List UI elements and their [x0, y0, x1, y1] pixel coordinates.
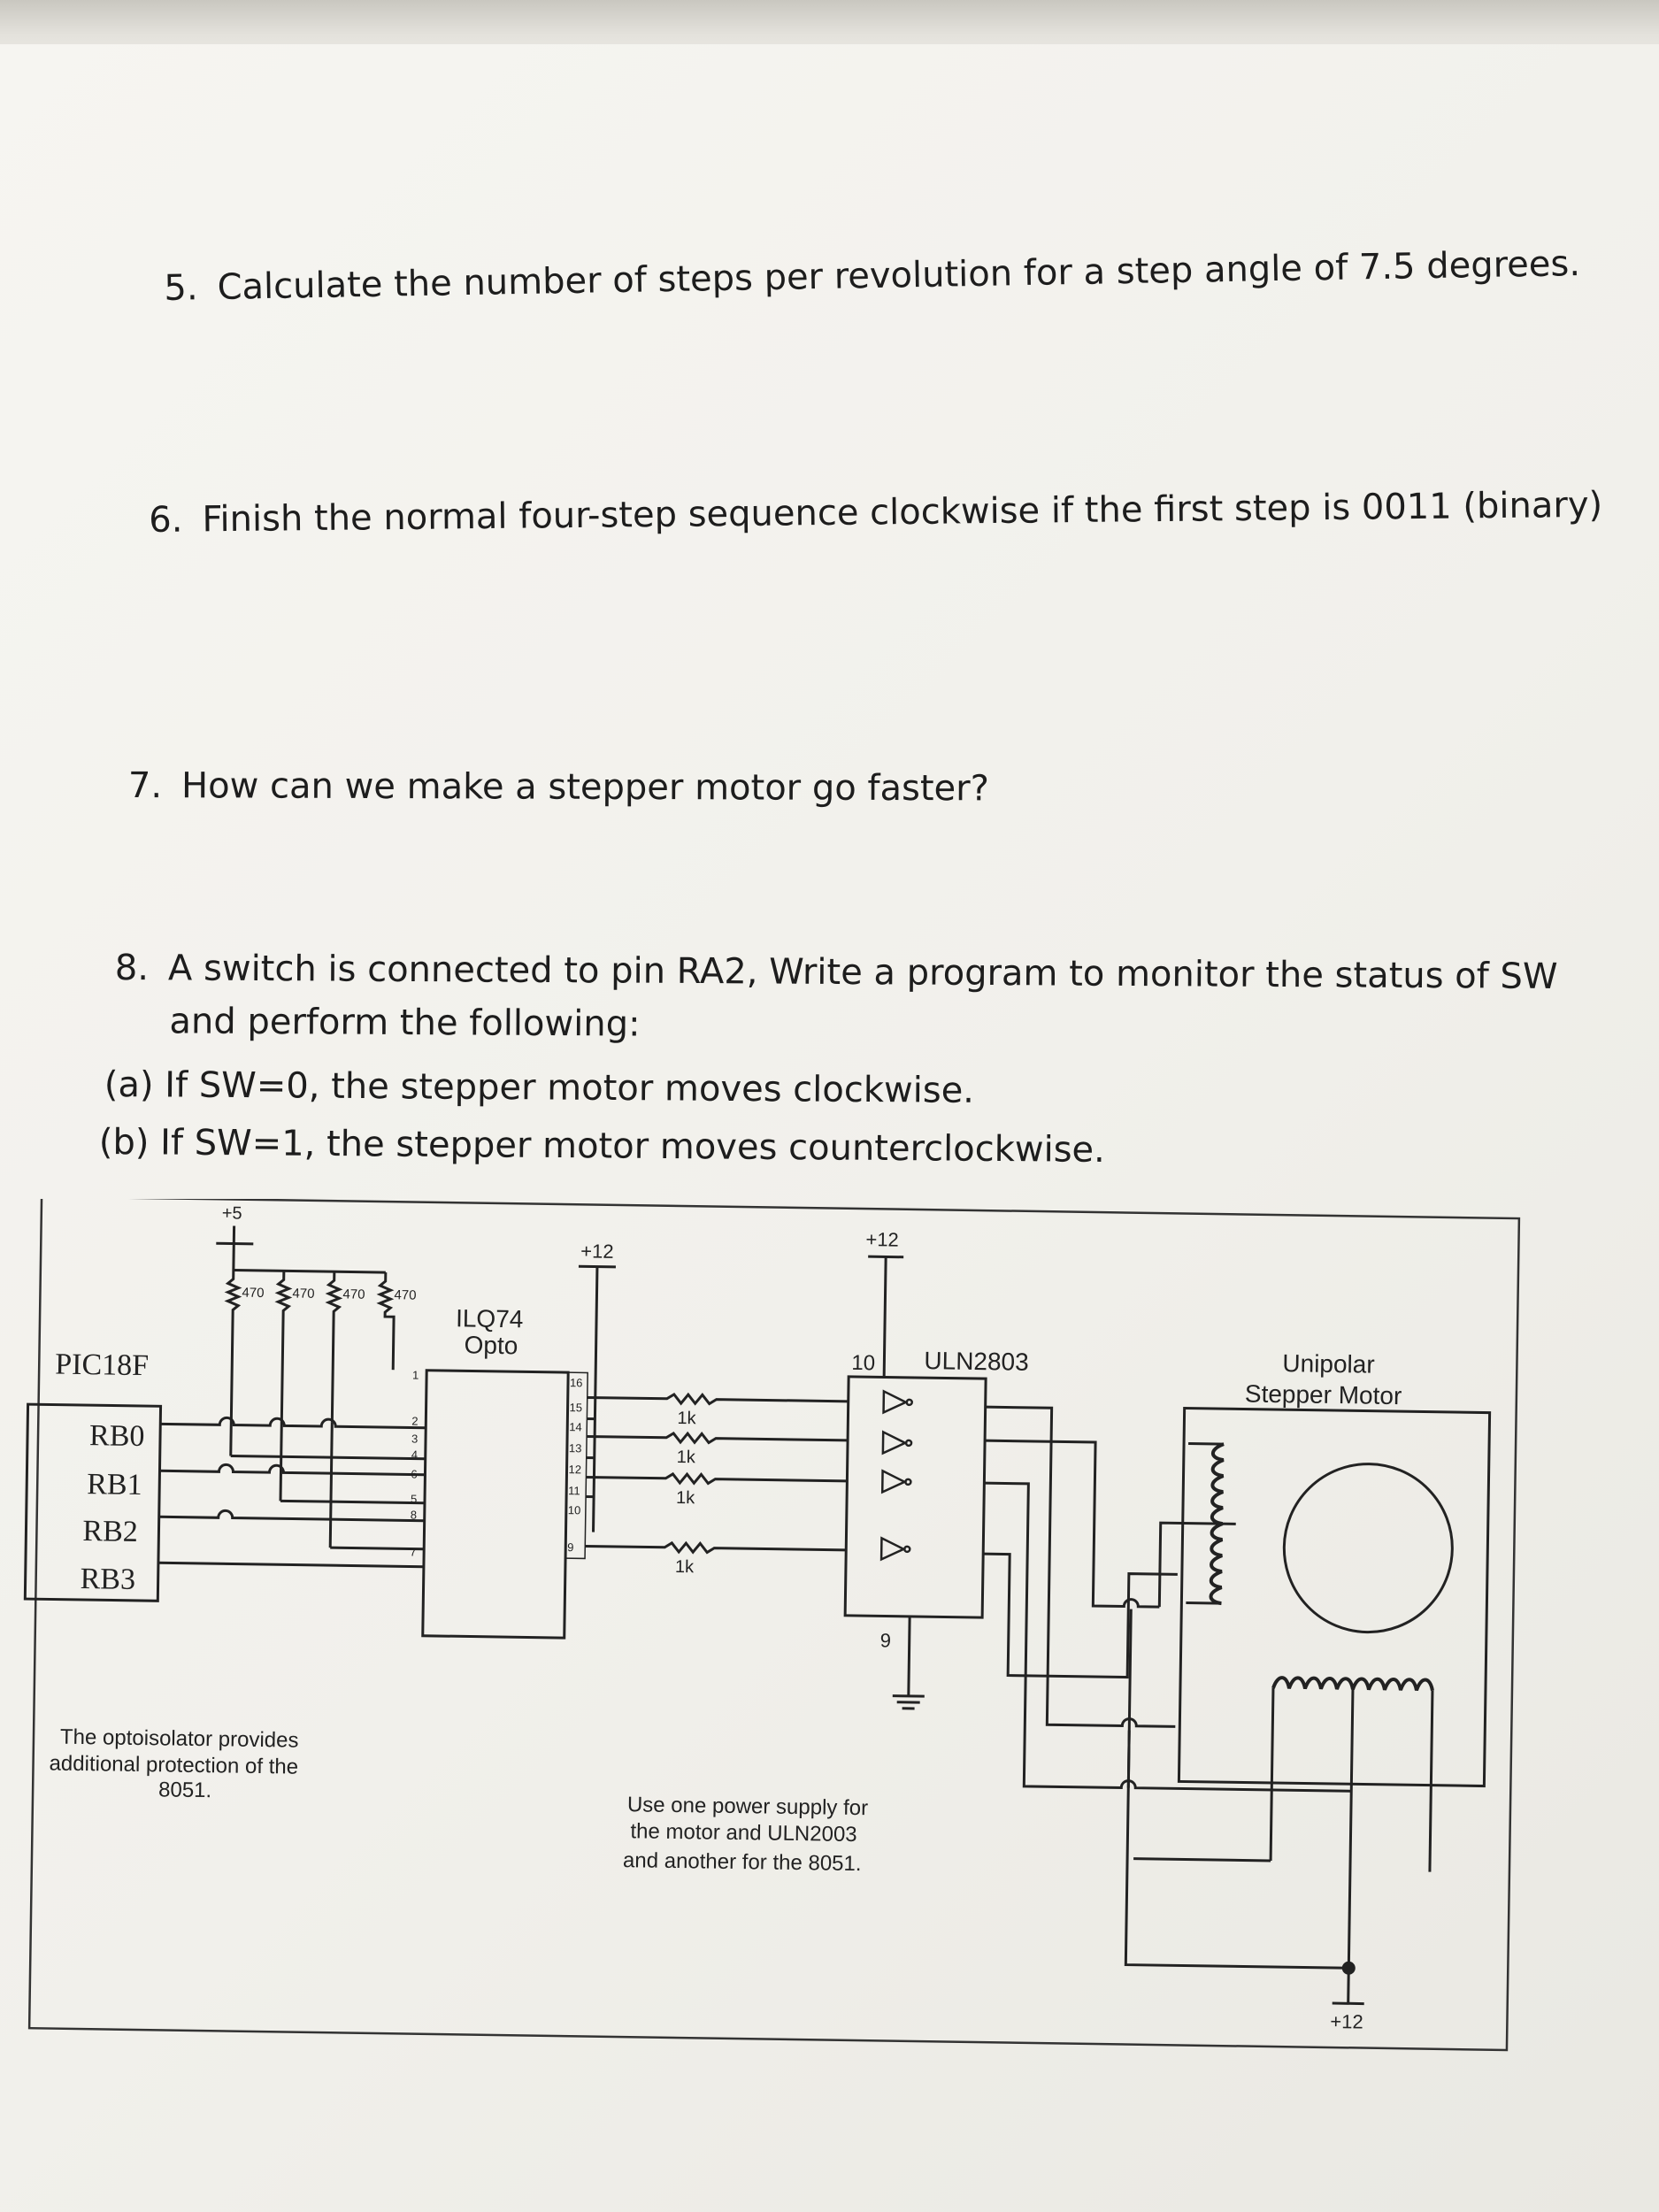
question-7-text: How can we make a stepper motor go faste…: [181, 765, 989, 810]
sub-item-b: (b) If SW=1, the stepper motor moves cou…: [98, 1122, 1106, 1171]
motor-rotor: [1282, 1463, 1454, 1634]
driver-pin-10: 10: [851, 1351, 875, 1375]
question-5-number: 5.: [164, 267, 199, 309]
resistor-label-3: 470: [342, 1286, 365, 1302]
diagram-frame: [27, 1199, 1521, 2052]
mcu-label: PIC18F: [55, 1348, 149, 1383]
question-7: 7. How can we make a stepper motor go fas…: [128, 763, 989, 811]
note-power-line1: Use one power supply for: [627, 1793, 869, 1820]
mcu-opto-wires: [157, 1416, 426, 1569]
motor-wires: [983, 1405, 1352, 1970]
port-rb2: RB2: [82, 1515, 138, 1548]
opto-right-pin-14: 14: [569, 1420, 582, 1433]
note-power-line3: and another for the 8051.: [623, 1848, 862, 1876]
sub-item-a: (a) If SW=0, the stepper motor moves clo…: [104, 1064, 975, 1111]
base-wires: [585, 1392, 849, 1555]
base-resistor-label-3: 1k: [676, 1488, 695, 1508]
opto-block: [421, 1369, 570, 1640]
worksheet-page: [0, 44, 1659, 2212]
motor-coil-bottom: [1271, 1676, 1434, 1692]
vcc12-label-driver: +12: [865, 1228, 899, 1251]
opto-right-pin-16: 16: [570, 1376, 583, 1389]
driver-name: ULN2803: [924, 1347, 1029, 1376]
vcc12-label-opto: +12: [580, 1240, 614, 1263]
opto-left-pin-1: 1: [412, 1369, 419, 1382]
question-8-line1: A switch is connected to pin RA2, Write …: [167, 948, 1558, 997]
driver-pin-9: 9: [880, 1629, 892, 1651]
question-8-number: 8.: [114, 948, 150, 989]
opto-left-pin-8: 8: [411, 1509, 417, 1522]
opto-left-pin-4: 4: [411, 1448, 418, 1462]
driver-block: [843, 1375, 987, 1619]
opto-right-pin-15: 15: [569, 1401, 582, 1414]
base-resistor-label-1: 1k: [677, 1409, 696, 1428]
note-opto-line3: 8051.: [158, 1778, 211, 1802]
opto-left-pin-7: 7: [410, 1546, 416, 1559]
opto-left-pin-5: 5: [411, 1493, 417, 1506]
question-6-number: 6.: [149, 499, 183, 541]
mcu-block: [23, 1402, 163, 1602]
note-opto-line1: The optoisolator provides: [60, 1725, 299, 1753]
port-rb0: RB0: [89, 1419, 145, 1453]
opto-right-pin-10: 10: [568, 1503, 581, 1517]
question-8-line2: and perform the following:: [169, 1001, 641, 1045]
resistor-label-1: 470: [242, 1286, 264, 1301]
note-opto-line2: additional protection of the: [49, 1751, 298, 1778]
vcc5-label: +5: [222, 1203, 242, 1223]
opto-left-pin-2: 2: [411, 1415, 418, 1428]
driver-buffers: [879, 1389, 913, 1562]
opto-name: ILQ74: [456, 1304, 524, 1333]
opto-left-pin-6: 6: [411, 1468, 417, 1481]
note-power-line2: the motor and ULN2003: [630, 1819, 857, 1847]
circuit-diagram: PIC18F RB0 RB1 RB2 RB3 +5 470 470 470 47…: [23, 1199, 1521, 2052]
port-rb3: RB3: [80, 1563, 135, 1596]
resistor-label-2: 470: [292, 1286, 314, 1302]
opto-right-pin-9: 9: [567, 1540, 573, 1554]
opto-right-pin-11: 11: [568, 1484, 580, 1497]
motor-label-line2: Stepper Motor: [1245, 1379, 1402, 1409]
pullup-resistors: [224, 1270, 396, 1423]
motor-label-line1: Unipolar: [1282, 1349, 1375, 1379]
opto-right-pin-13: 13: [569, 1441, 582, 1455]
motor-body: [1177, 1406, 1492, 1788]
port-rb1: RB1: [87, 1468, 142, 1502]
base-resistor-label-4: 1k: [675, 1557, 695, 1577]
opto-sub: Opto: [464, 1331, 518, 1359]
question-7-number: 7.: [127, 765, 163, 807]
resistor-label-4: 470: [394, 1287, 416, 1302]
base-resistor-label-2: 1k: [677, 1448, 696, 1467]
vcc12-label-motor: +12: [1330, 2010, 1363, 2033]
opto-right-pin-12: 12: [568, 1463, 581, 1476]
question-8: 8. A switch is connected to pin RA2, Writ…: [114, 945, 1558, 1053]
opto-left-pin-3: 3: [411, 1432, 418, 1446]
